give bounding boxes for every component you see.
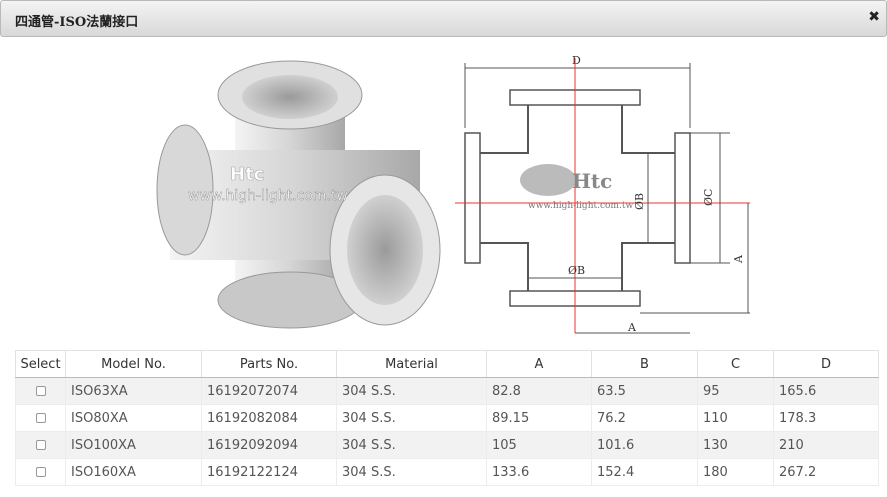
svg-text:www.high-light.com.tw: www.high-light.com.tw (528, 201, 633, 211)
c-cell: 95 (697, 377, 774, 405)
b-cell: 152.4 (591, 458, 698, 486)
d-cell: 178.3 (773, 404, 879, 432)
parts-cell: 16192122124 (201, 458, 337, 486)
parts-table: Select Model No. Parts No. Material A B … (15, 350, 879, 486)
model-cell: ISO80XA (65, 404, 202, 432)
select-cell (15, 404, 66, 432)
window-title: 四通管-ISO法蘭接口 (15, 15, 139, 30)
model-cell: ISO160XA (65, 458, 202, 486)
svg-text:ØC: ØC (702, 189, 715, 206)
select-cell (15, 431, 66, 459)
c-cell: 180 (697, 458, 774, 486)
a-cell: 105 (486, 431, 592, 459)
d-cell: 165.6 (773, 377, 879, 405)
material-cell: 304 S.S. (336, 377, 487, 405)
material-cell: 304 S.S. (336, 458, 487, 486)
logo-watermark: Htc (230, 164, 264, 185)
header-b: B (591, 350, 698, 378)
d-cell: 210 (773, 431, 879, 459)
a-cell: 89.15 (486, 404, 592, 432)
svg-text:Htc: Htc (572, 169, 612, 193)
select-checkbox[interactable] (35, 413, 46, 423)
svg-text:A: A (732, 254, 745, 264)
select-cell (15, 458, 66, 486)
header-material: Material (336, 350, 487, 378)
parts-cell: 16192072074 (201, 377, 337, 405)
a-cell: 133.6 (486, 458, 592, 486)
svg-text:ØB: ØB (568, 264, 585, 277)
d-cell: 267.2 (773, 458, 879, 486)
table-header-row: Select Model No. Parts No. Material A B … (15, 350, 879, 378)
svg-text:A: A (627, 321, 637, 334)
select-checkbox[interactable] (35, 467, 46, 477)
parts-cell: 16192092094 (201, 431, 337, 459)
header-parts: Parts No. (201, 350, 337, 378)
dimension-drawing: D ØC A ØB ØB A Htc www.high-light.com.tw (455, 54, 750, 334)
close-icon[interactable]: ✖ (868, 9, 880, 25)
b-cell: 101.6 (591, 431, 698, 459)
url-watermark: www.high-light.com.tw (188, 188, 348, 204)
product-photo: Htc www.high-light.com.tw (156, 60, 441, 329)
select-cell (15, 377, 66, 405)
title-bar: 四通管-ISO法蘭接口 ✖ (0, 0, 887, 37)
a-cell: 82.8 (486, 377, 592, 405)
model-cell: ISO63XA (65, 377, 202, 405)
material-cell: 304 S.S. (336, 431, 487, 459)
select-checkbox[interactable] (35, 440, 46, 450)
header-select: Select (15, 350, 66, 378)
b-cell: 76.2 (591, 404, 698, 432)
c-cell: 110 (697, 404, 774, 432)
header-c: C (697, 350, 774, 378)
c-cell: 130 (697, 431, 774, 459)
parts-cell: 16192082084 (201, 404, 337, 432)
b-cell: 63.5 (591, 377, 698, 405)
svg-text:D: D (572, 54, 581, 67)
header-model: Model No. (65, 350, 202, 378)
model-cell: ISO100XA (65, 431, 202, 459)
svg-text:ØB: ØB (633, 193, 646, 210)
header-a: A (486, 350, 592, 378)
material-cell: 304 S.S. (336, 404, 487, 432)
header-d: D (773, 350, 879, 378)
select-checkbox[interactable] (35, 386, 46, 396)
